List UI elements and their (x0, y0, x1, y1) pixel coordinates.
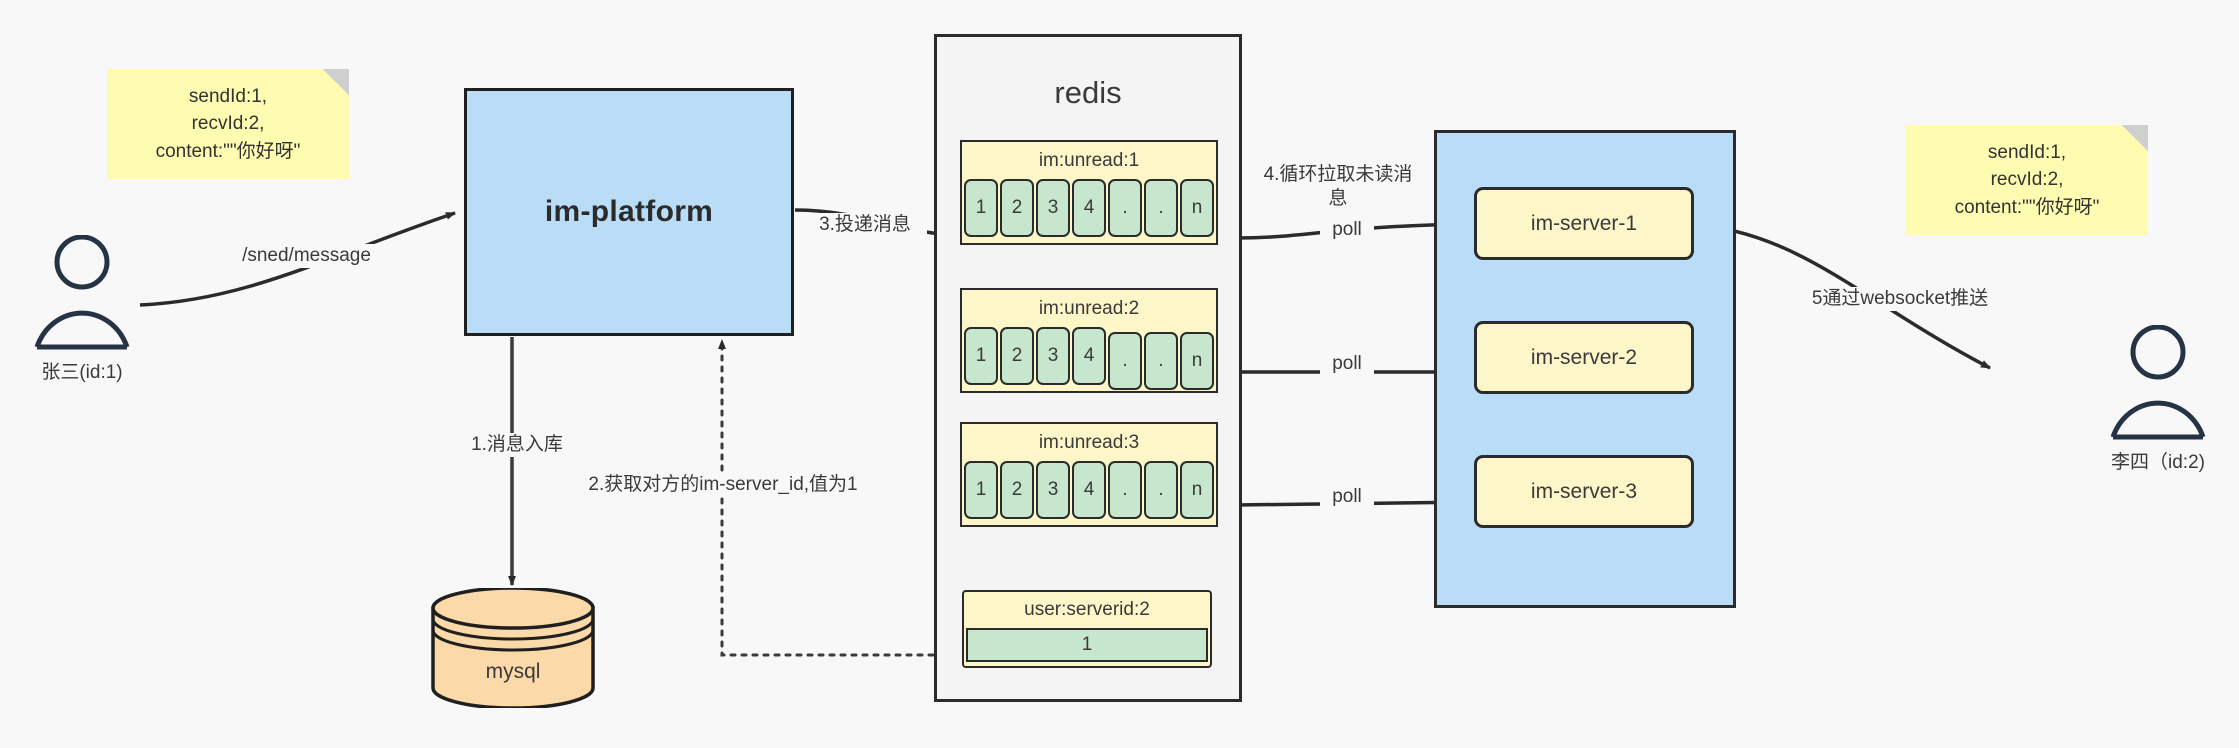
list-cell: 3 (1036, 461, 1070, 519)
im-server-2-label: im-server-2 (1530, 345, 1638, 369)
list-cell: 1 (964, 179, 998, 237)
redis-list-2-cells: 1 2 3 4 . . n (962, 327, 1216, 392)
edge-label-step4: 4.循环拉取未读消 息 (1256, 163, 1420, 211)
list-cell: 3 (1036, 179, 1070, 237)
im-server-2-box[interactable]: im-server-2 (1474, 321, 1694, 394)
edge-label-step5: 5通过websocket推送 (1788, 287, 2012, 311)
list-cell: 1 (964, 461, 998, 519)
mysql-label: mysql (485, 660, 541, 683)
im-platform-box[interactable]: im-platform (464, 88, 794, 336)
actor-sender (34, 235, 130, 350)
note-fold-icon (2122, 125, 2148, 151)
list-cell: . (1108, 332, 1142, 390)
redis-kv-user-serverid[interactable]: user:serverid:2 1 (962, 590, 1212, 668)
redis-list-2-key: im:unread:2 (1038, 297, 1140, 319)
list-cell: . (1144, 332, 1178, 390)
list-cell: n (1180, 332, 1214, 390)
im-server-3-box[interactable]: im-server-3 (1474, 455, 1694, 528)
im-server-1-box[interactable]: im-server-1 (1474, 187, 1694, 260)
list-cell: 4 (1072, 327, 1106, 385)
redis-list-im-unread-1[interactable]: im:unread:1 1 2 3 4 . . n (960, 140, 1218, 245)
redis-title: redis (1054, 75, 1122, 110)
edge-redis-to-platform-dotted (718, 338, 957, 657)
redis-list-im-unread-2[interactable]: im:unread:2 1 2 3 4 . . n (960, 288, 1218, 393)
list-cell: 4 (1072, 461, 1106, 519)
actor-sender-label: 张三(id:1) (41, 362, 123, 383)
redis-list-im-unread-3[interactable]: im:unread:3 1 2 3 4 . . n (960, 422, 1218, 527)
edge-label-poll-2: poll (1320, 352, 1374, 376)
edge-label-step2: 2.获取对方的im-server_id,值为1 (566, 473, 880, 497)
list-cell: n (1180, 461, 1214, 519)
redis-list-1-key: im:unread:1 (1038, 149, 1140, 171)
redis-list-3-key: im:unread:3 (1038, 431, 1140, 453)
list-cell: n (1180, 179, 1214, 237)
im-server-3-label: im-server-3 (1530, 479, 1638, 503)
list-cell: 2 (1000, 327, 1034, 385)
note-left-text: sendId:1, recvId:2, content:""你好呀" (155, 85, 301, 162)
im-platform-label: im-platform (544, 195, 714, 228)
list-cell: 2 (1000, 179, 1034, 237)
redis-kv-key: user:serverid:2 (1024, 599, 1150, 620)
mysql-database[interactable] (428, 588, 598, 708)
edge-label-step1: 1.消息入库 (450, 433, 584, 457)
note-left: sendId:1, recvId:2, content:""你好呀" (107, 69, 349, 179)
list-cell: . (1144, 179, 1178, 237)
redis-list-3-cells: 1 2 3 4 . . n (962, 461, 1216, 521)
note-right-text: sendId:1, recvId:2, content:""你好呀" (1954, 141, 2100, 218)
im-server-1-label: im-server-1 (1530, 211, 1638, 235)
list-cell: . (1108, 461, 1142, 519)
actor-receiver (2110, 325, 2206, 440)
list-cell: . (1144, 461, 1178, 519)
redis-kv-value: 1 (966, 628, 1208, 662)
edge-label-send-message: /sned/message (232, 244, 381, 268)
list-cell: . (1108, 179, 1142, 237)
actor-receiver-label: 李四（id:2) (2111, 452, 2205, 473)
note-fold-icon (323, 69, 349, 95)
list-cell: 3 (1036, 327, 1070, 385)
edge-label-step3: 3.投递消息 (803, 213, 927, 237)
list-cell: 2 (1000, 461, 1034, 519)
list-cell: 1 (964, 327, 998, 385)
list-cell: 4 (1072, 179, 1106, 237)
edge-label-poll-3: poll (1320, 485, 1374, 509)
redis-list-1-cells: 1 2 3 4 . . n (962, 179, 1216, 239)
edge-label-poll-1: poll (1320, 218, 1374, 242)
note-right: sendId:1, recvId:2, content:""你好呀" (1906, 125, 2148, 235)
